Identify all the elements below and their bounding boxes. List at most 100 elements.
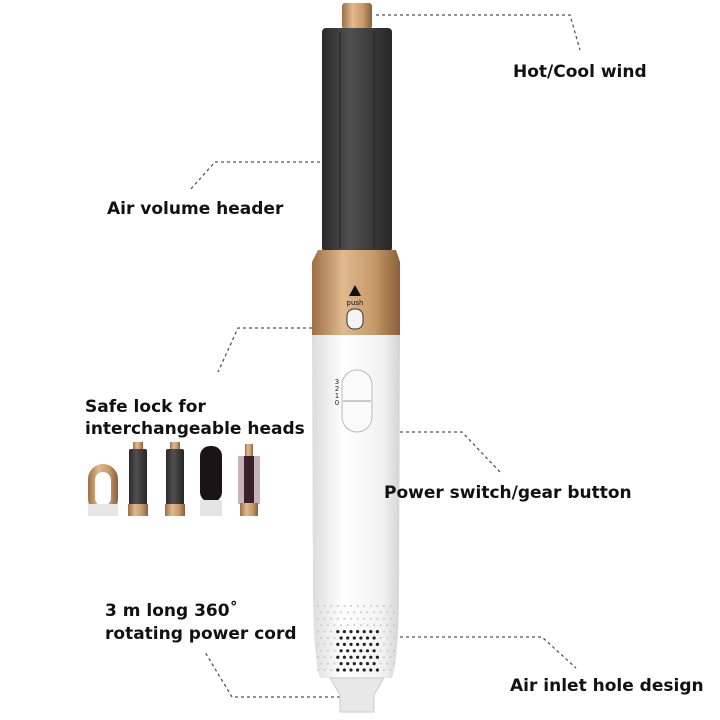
air-hole [386, 662, 389, 665]
air-hole [323, 669, 326, 671]
attachments [88, 442, 260, 516]
air-hole [333, 662, 336, 665]
air-hole [363, 605, 366, 607]
air-hole [362, 642, 366, 647]
air-hole [365, 636, 370, 640]
air-hole [350, 605, 352, 607]
air-hole [389, 656, 392, 659]
air-hole [386, 649, 389, 652]
air-hole [317, 669, 319, 671]
air-hole [317, 643, 319, 646]
air-hole [392, 624, 395, 627]
air-hole [383, 656, 385, 659]
air-hole [386, 611, 389, 614]
air-hole [339, 649, 343, 653]
air-hole [375, 655, 379, 659]
air-hole [317, 630, 319, 633]
gold-collar [312, 250, 400, 335]
label-cord-line1: 3 m long 360˚ [105, 601, 239, 621]
air-hole [389, 643, 392, 646]
air-hole [359, 624, 362, 627]
air-hole [340, 624, 343, 627]
air-hole [386, 637, 389, 639]
air-hole [369, 605, 372, 607]
air-hole [320, 611, 323, 614]
air-hole [323, 643, 326, 646]
air-hole [336, 605, 339, 607]
air-hole [392, 649, 395, 652]
air-hole [350, 617, 352, 620]
air-hole [326, 649, 329, 652]
air-hole [372, 662, 376, 666]
air-hole [352, 649, 356, 653]
label-safe-lock-line2: interchangeable heads [85, 419, 305, 439]
hot-cool-cap [342, 3, 372, 29]
air-hole [359, 636, 363, 640]
handle-body [312, 335, 400, 713]
air-hole [326, 611, 329, 614]
air-hole [317, 605, 319, 607]
air-hole [336, 668, 340, 672]
air-hole [320, 649, 323, 652]
air-hole [363, 617, 366, 620]
label-safe-lock-line1: Safe lock for [85, 397, 206, 417]
cord-cap [329, 677, 385, 713]
air-hole [372, 649, 376, 653]
air-volume-barrel [322, 28, 392, 252]
safe-lock-button [346, 308, 364, 330]
air-hole [379, 637, 382, 639]
air-hole [389, 669, 392, 671]
label-hot-cool-wind: Hot/Cool wind [513, 62, 647, 82]
air-hole [333, 624, 336, 627]
air-hole [389, 617, 392, 620]
air-hole [330, 605, 333, 607]
air-hole [333, 649, 336, 652]
air-hole [323, 630, 326, 633]
attachment-loop-dryer [88, 464, 118, 516]
air-hole [356, 642, 360, 647]
air-hole [375, 668, 379, 672]
leader-cord [204, 651, 340, 698]
air-hole [317, 617, 319, 620]
air-hole [336, 630, 340, 634]
air-hole [346, 662, 350, 666]
air-hole [362, 630, 366, 634]
air-hole [326, 662, 329, 665]
air-hole [383, 630, 385, 633]
air-hole [349, 655, 353, 659]
air-hole [366, 611, 369, 614]
air-hole [379, 624, 382, 627]
air-hole [346, 624, 349, 627]
air-hole [389, 630, 392, 633]
air-hole [392, 611, 395, 614]
air-hole [353, 624, 356, 627]
air-hole [340, 611, 343, 614]
air-hole [336, 655, 340, 659]
leader-lines [189, 14, 581, 698]
leader-power [400, 431, 501, 473]
air-hole [372, 636, 376, 640]
air-hole [376, 605, 379, 607]
air-hole [320, 637, 323, 639]
air-hole [333, 637, 336, 639]
air-hole [356, 617, 359, 620]
air-hole [326, 637, 329, 639]
air-hole [356, 630, 360, 634]
air-hole [323, 617, 326, 620]
air-hole [392, 662, 395, 665]
air-hole [343, 605, 346, 607]
air-hole [342, 642, 346, 647]
air-hole [379, 649, 382, 652]
air-hole [336, 617, 339, 620]
air-hole [373, 611, 376, 614]
air-hole [342, 630, 346, 634]
air-hole [362, 655, 366, 659]
air-hole [389, 605, 392, 607]
air-hole [359, 649, 363, 653]
air-hole [365, 649, 370, 653]
air-hole [320, 624, 323, 627]
air-hole [359, 662, 363, 666]
air-hole [375, 630, 379, 634]
air-hole [356, 655, 360, 659]
air-hole [330, 643, 333, 646]
